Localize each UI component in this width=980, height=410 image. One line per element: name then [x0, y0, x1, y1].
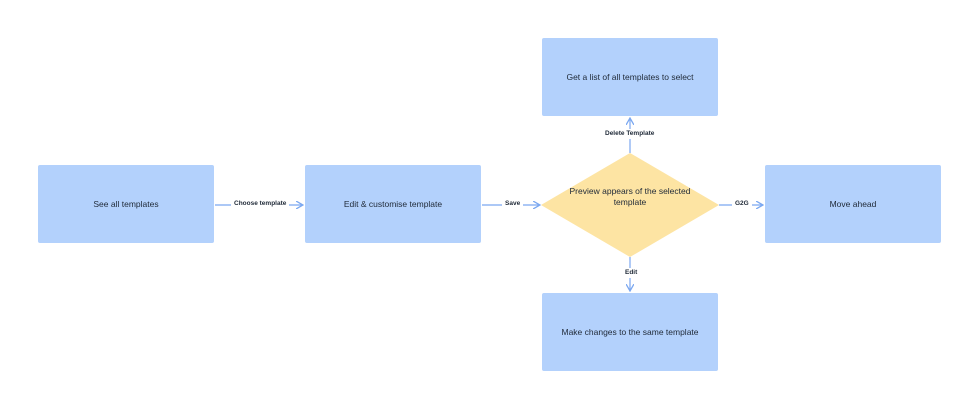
decision-label: Preview appears of the selected template — [569, 186, 691, 207]
node-see-all-templates: See all templates — [38, 165, 214, 243]
node-label: See all templates — [93, 199, 159, 209]
node-label: Move ahead — [829, 199, 877, 209]
edge-label-g2g: G2G — [732, 199, 752, 209]
node-get-template-list: Get a list of all templates to select — [542, 38, 718, 116]
node-edit-customise-template: Edit & customise template — [305, 165, 481, 243]
node-label: Make changes to the same template — [561, 327, 699, 337]
node-move-ahead: Move ahead — [765, 165, 941, 243]
decision-diamond — [541, 153, 719, 257]
node-label: Edit & customise template — [343, 199, 443, 209]
edge-label-choose-template: Choose template — [231, 199, 290, 209]
node-label: Get a list of all templates to select — [566, 72, 694, 82]
edge-label-delete-template: Delete Template — [602, 129, 658, 139]
edge-label-edit: Edit — [622, 268, 641, 278]
edge-label-save: Save — [502, 199, 524, 209]
node-make-changes: Make changes to the same template — [542, 293, 718, 371]
